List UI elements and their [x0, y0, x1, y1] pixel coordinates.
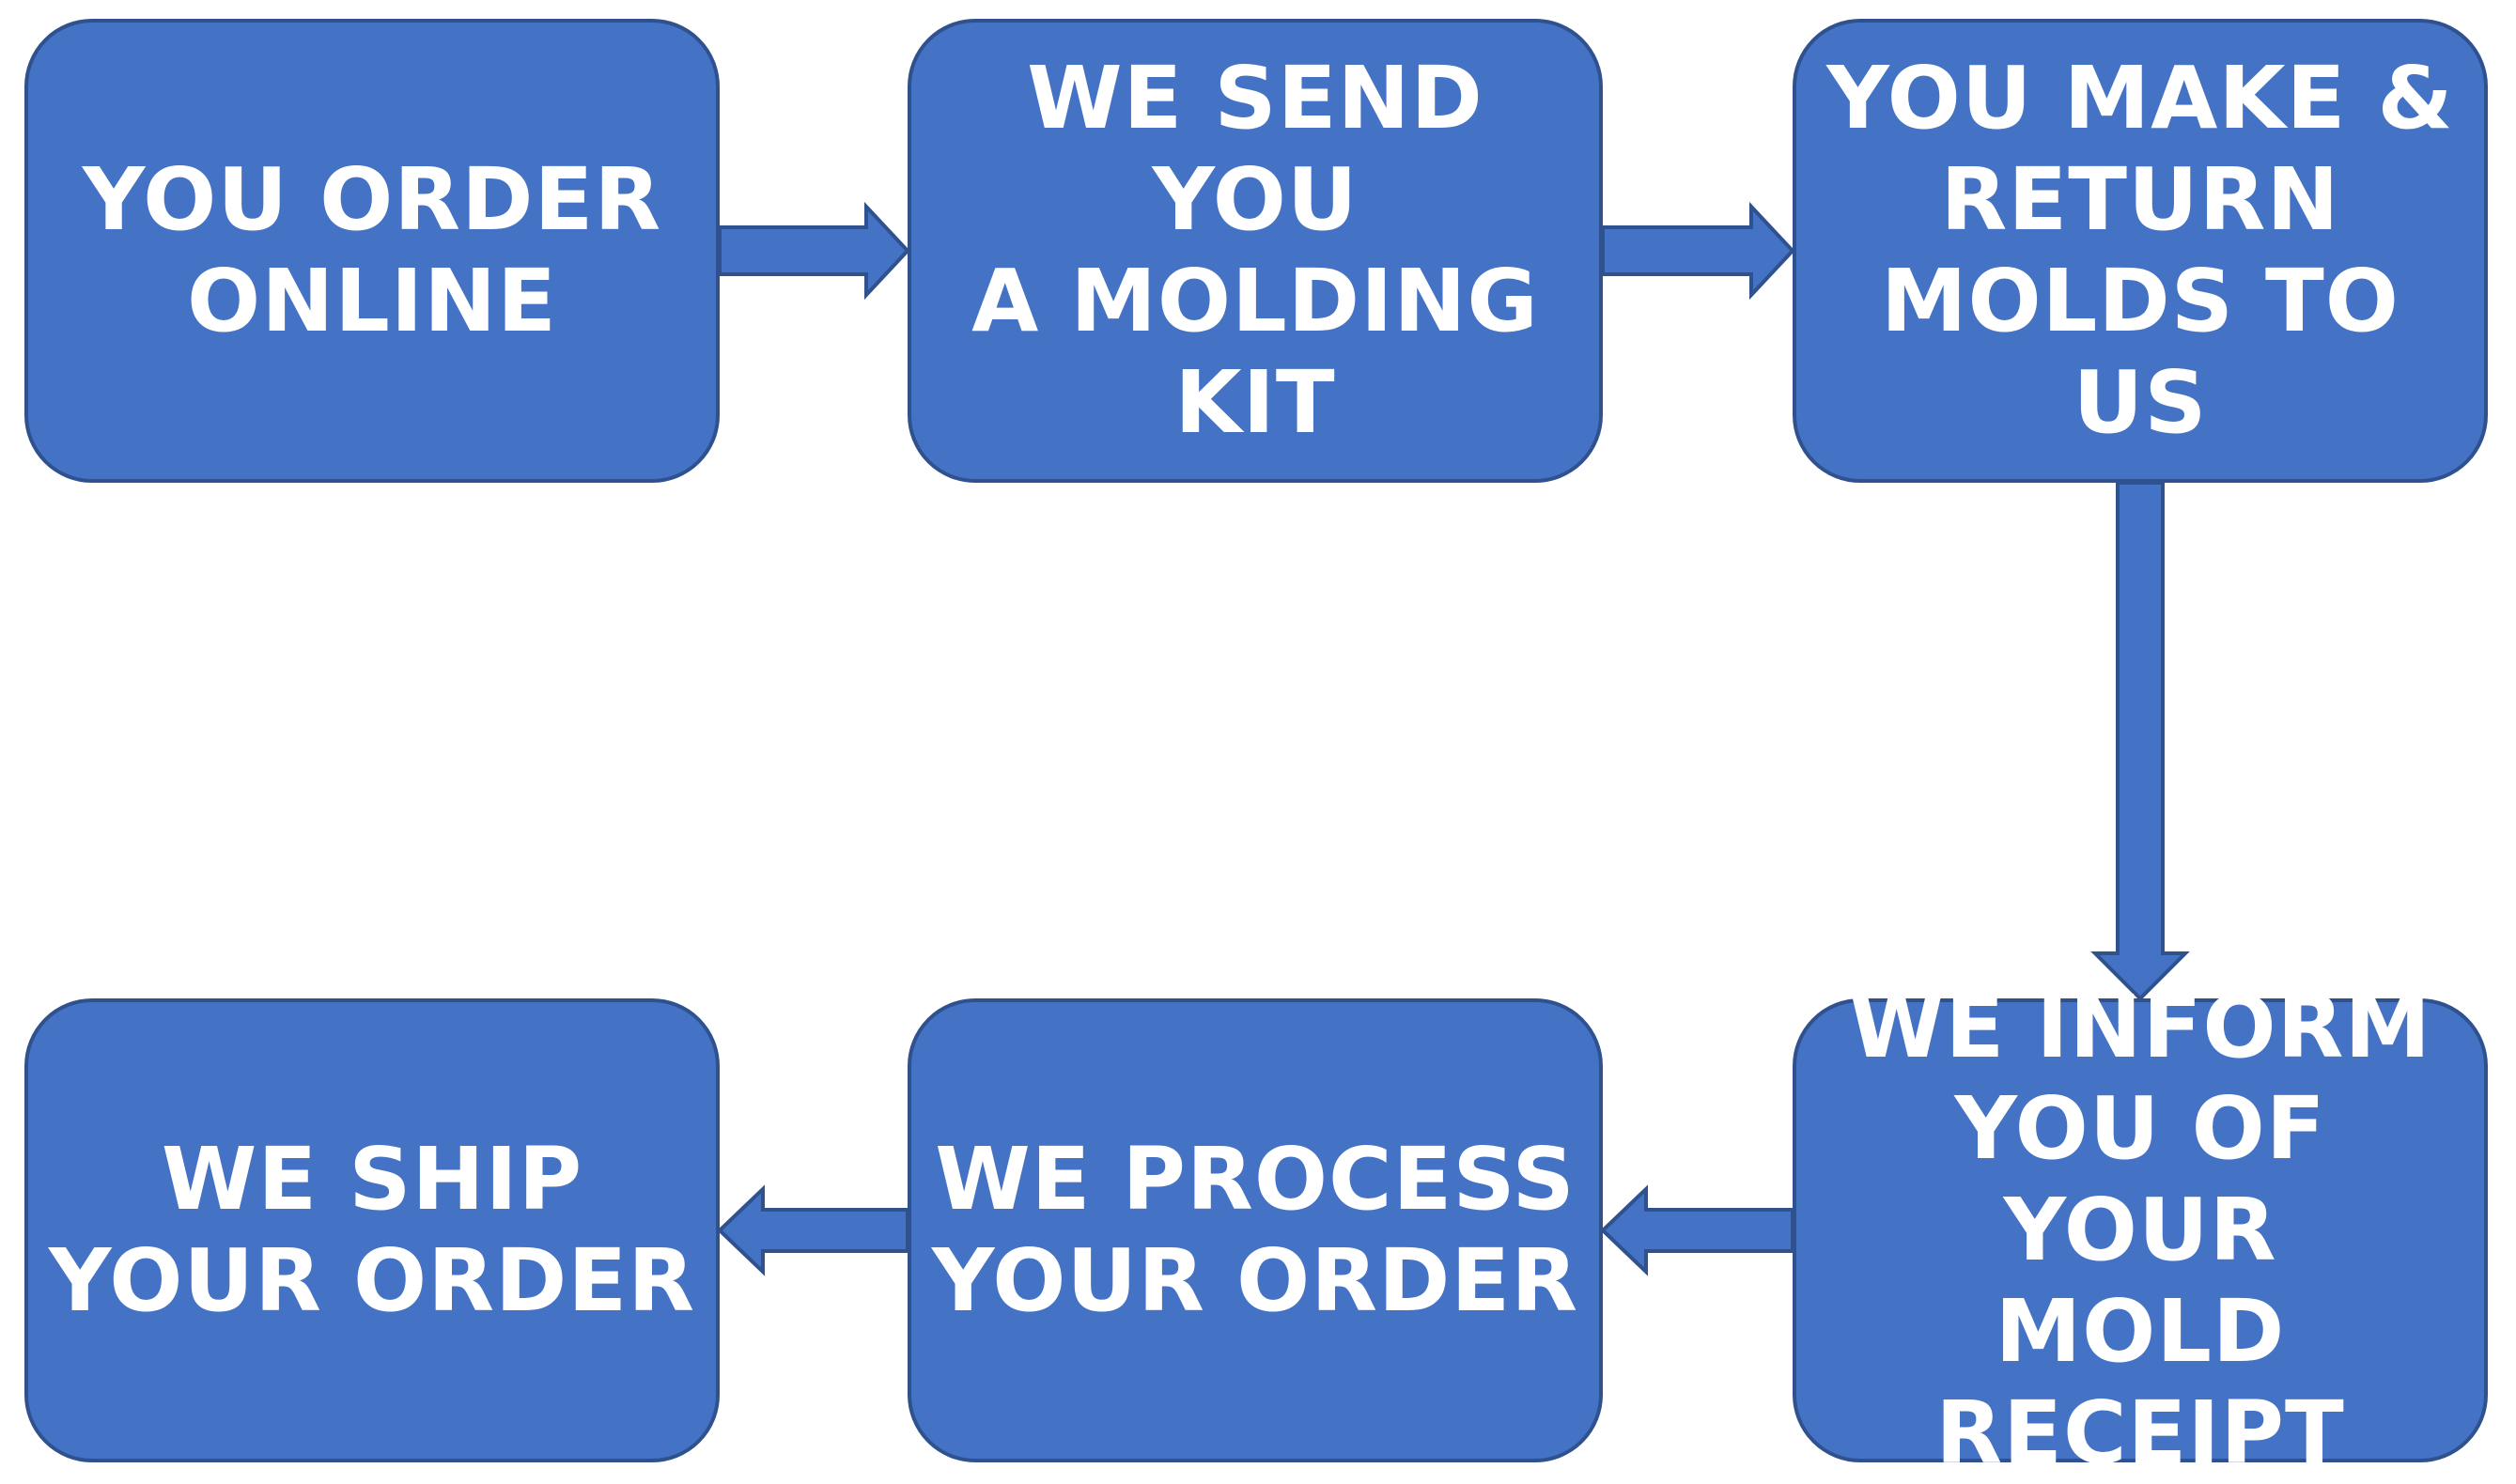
step-ship-order: WE SHIP YOUR ORDER [24, 998, 720, 1462]
step-order-online: YOU ORDER ONLINE [24, 19, 720, 483]
step-inform-mold-receipt-label: WE INFORM YOU OF YOUR MOLD RECEIPT [1848, 977, 2432, 1483]
step-process-order-label: WE PROCESS YOUR ORDER [931, 1129, 1579, 1331]
arrow-kit-to-molds [1601, 201, 1795, 301]
step-make-return-molds-label: YOU MAKE & RETURN MOLDS TO US [1826, 48, 2454, 453]
arrow-inform-to-process [1600, 1184, 1794, 1276]
step-send-molding-kit: WE SEND YOU A MOLDING KIT [908, 19, 1603, 483]
step-order-online-label: YOU ORDER ONLINE [82, 149, 662, 351]
arrow-molds-to-inform [2090, 481, 2190, 1001]
step-send-molding-kit-label: WE SEND YOU A MOLDING KIT [971, 48, 1539, 453]
arrow-process-to-ship [717, 1184, 909, 1276]
step-inform-mold-receipt: WE INFORM YOU OF YOUR MOLD RECEIPT [1793, 977, 2488, 1483]
step-make-return-molds: YOU MAKE & RETURN MOLDS TO US [1793, 19, 2488, 483]
arrow-order-to-kit [718, 201, 910, 301]
step-ship-order-label: WE SHIP YOUR ORDER [48, 1129, 696, 1331]
step-process-order: WE PROCESS YOUR ORDER [908, 998, 1603, 1462]
